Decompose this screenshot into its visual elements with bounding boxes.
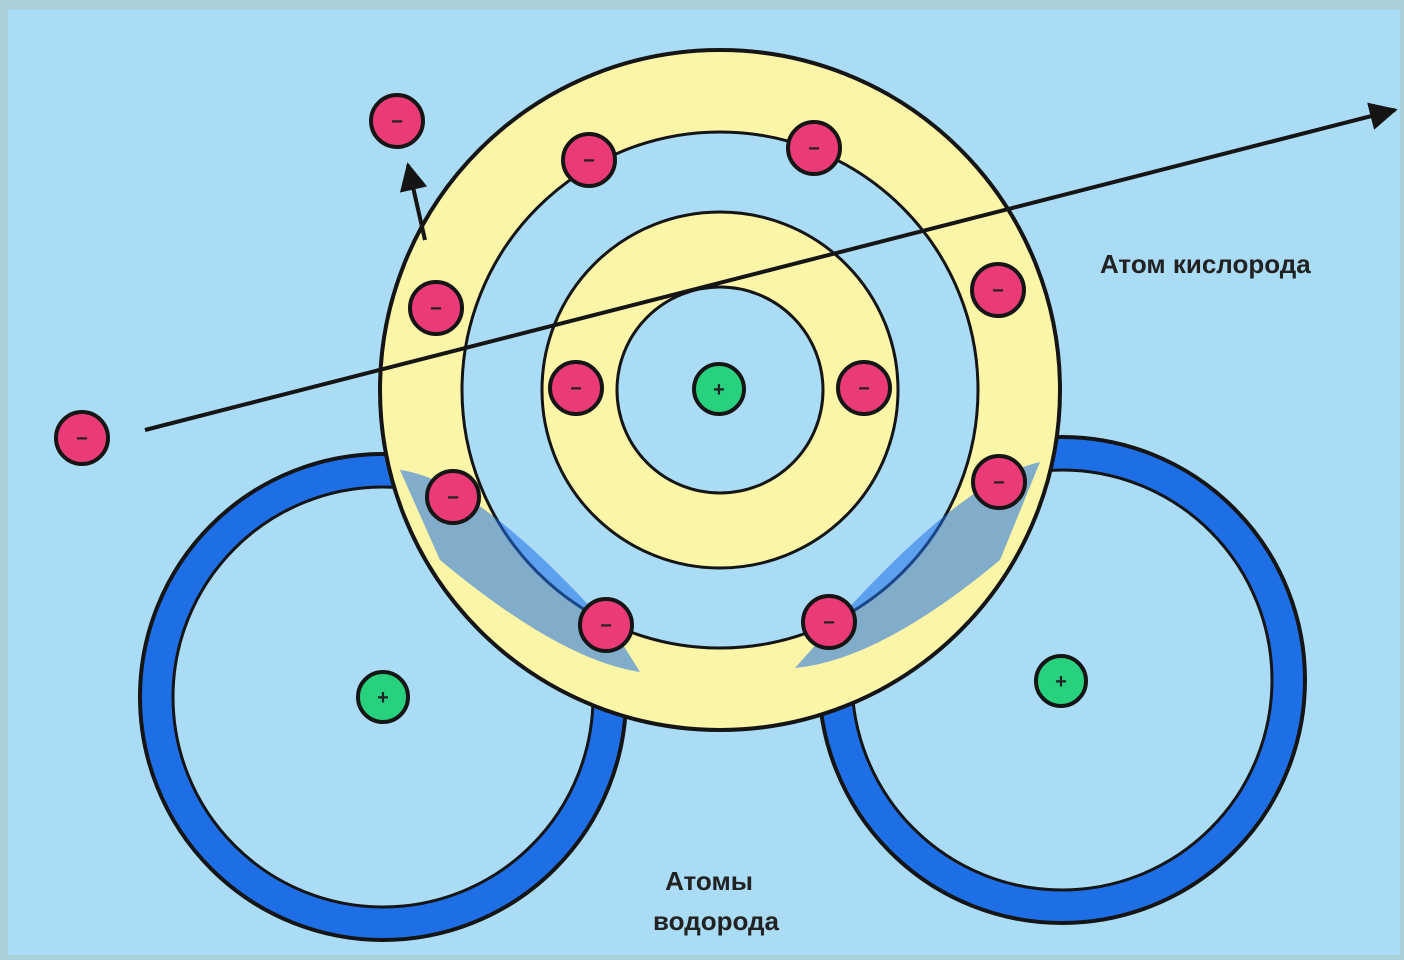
electron-sign: − bbox=[76, 428, 88, 450]
electron-sign: − bbox=[808, 138, 820, 160]
oxygen-atom-label: Атом кислорода bbox=[1100, 249, 1311, 279]
hydrogen-atoms-label-line2: водорода bbox=[653, 906, 779, 936]
electron-sign: − bbox=[430, 298, 442, 320]
electron-sign: − bbox=[858, 378, 870, 400]
electron-sign: − bbox=[570, 378, 582, 400]
electron-sign: − bbox=[391, 111, 403, 133]
oxygen-nucleus: + bbox=[694, 364, 744, 414]
electron-bond-left-lower: − bbox=[580, 599, 632, 651]
electron-sign: − bbox=[447, 487, 459, 509]
electron-bond-left-upper: − bbox=[427, 471, 479, 523]
hydrogen-nucleus-right: + bbox=[1036, 656, 1086, 706]
electron-outer-1: − bbox=[563, 134, 615, 186]
electron-inner-right: − bbox=[838, 362, 890, 414]
electron-sign: − bbox=[992, 280, 1004, 302]
hydrogen-right-nucleus-sign: + bbox=[1055, 671, 1067, 693]
electron-free-left: − bbox=[56, 412, 108, 464]
electron-sign: − bbox=[993, 472, 1005, 494]
hydrogen-atoms-label-line1: Атомы bbox=[665, 866, 753, 896]
electron-outer-3: − bbox=[410, 282, 462, 334]
electron-free-top: − bbox=[371, 95, 423, 147]
electron-sign: − bbox=[600, 615, 612, 637]
electron-sign: − bbox=[823, 612, 835, 634]
electron-outer-4: − bbox=[972, 264, 1024, 316]
electron-bond-right-lower: − bbox=[803, 596, 855, 648]
electron-inner-left: − bbox=[550, 362, 602, 414]
hydrogen-nucleus-left: + bbox=[358, 672, 408, 722]
hydrogen-left-nucleus-sign: + bbox=[377, 687, 389, 709]
electron-sign: − bbox=[583, 150, 595, 172]
electron-bond-right-upper: − bbox=[973, 456, 1025, 508]
electron-outer-2: − bbox=[788, 122, 840, 174]
oxygen-nucleus-sign: + bbox=[713, 379, 725, 401]
